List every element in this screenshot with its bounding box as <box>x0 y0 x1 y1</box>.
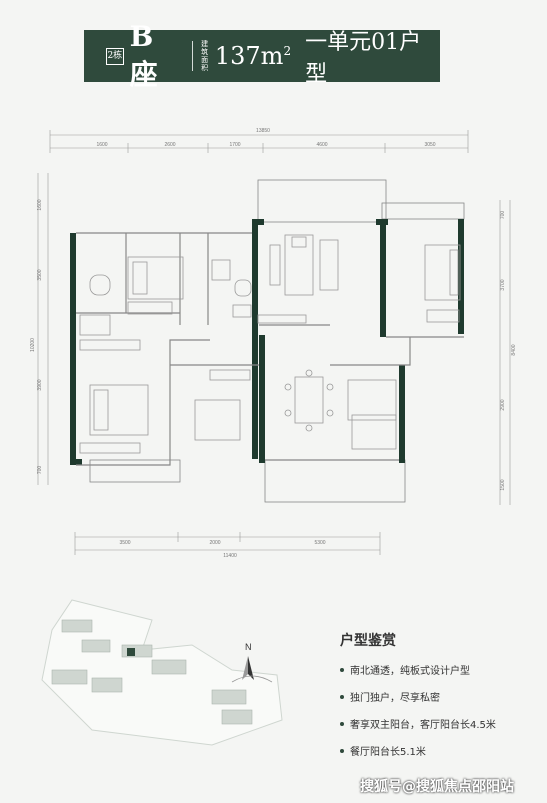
dim-right-total: 8400 <box>511 344 517 355</box>
title-banner: 2栋 B座 建筑面积 137m2 一单元01户型 <box>84 20 440 91</box>
dim-top-total: 13850 <box>256 128 270 134</box>
dim-bottom-total: 11400 <box>223 553 237 559</box>
dim-left-2: 3500 <box>37 269 43 280</box>
dim-top-2: 2600 <box>164 142 175 148</box>
north-label: N <box>245 642 252 652</box>
dim-left-4: 700 <box>37 466 43 475</box>
dim-top-4: 4600 <box>316 142 327 148</box>
dim-top-1: 1600 <box>96 142 107 148</box>
dim-right-3: 2900 <box>500 399 506 410</box>
bullet-icon <box>340 667 344 672</box>
features-panel: 户型鉴赏 南北通透，纯板式设计户型 独门独户，尽享私密 奢享双主阳台，客厅阳台长… <box>340 630 540 770</box>
dim-top-5: 3050 <box>424 142 435 148</box>
area-label: 建筑面积 <box>201 40 209 72</box>
site-plan <box>41 599 283 746</box>
features-title: 户型鉴赏 <box>340 633 396 649</box>
building-tag: 2栋 <box>106 47 124 65</box>
dim-right-2: 3700 <box>500 279 506 290</box>
dim-left-3: 3900 <box>37 379 43 390</box>
bullet-icon <box>340 748 344 753</box>
dim-bottom-1: 3500 <box>119 540 130 546</box>
dim-top-3: 1700 <box>229 142 240 148</box>
bullet-icon <box>340 721 344 726</box>
bullet-icon <box>340 694 344 699</box>
feature-item: 奢享双主阳台，客厅阳台长4.5米 <box>340 716 540 731</box>
dim-bottom-2: 2000 <box>209 540 220 546</box>
floor-plan: 13850 1600 2600 1700 4600 3050 3500 2000… <box>30 128 517 559</box>
area-value: 137m2 <box>214 42 292 70</box>
compass-icon: N <box>231 642 273 683</box>
watermark: 搜狐号@搜狐焦点邵阳站 <box>360 779 514 795</box>
divider <box>192 41 194 71</box>
dim-left-total: 10200 <box>30 338 36 352</box>
feature-item: 餐厅阳台长5.1米 <box>340 743 540 758</box>
dim-bottom-3: 5300 <box>314 540 325 546</box>
dim-right-1: 700 <box>500 211 506 220</box>
unit-type: 一单元01户型 <box>305 30 422 87</box>
seat-title: B座 <box>129 19 159 91</box>
dim-right-4: 1500 <box>500 479 506 490</box>
dim-left-1: 1600 <box>37 199 43 210</box>
feature-item: 独门独户，尽享私密 <box>340 689 540 704</box>
feature-item: 南北通透，纯板式设计户型 <box>340 662 540 677</box>
